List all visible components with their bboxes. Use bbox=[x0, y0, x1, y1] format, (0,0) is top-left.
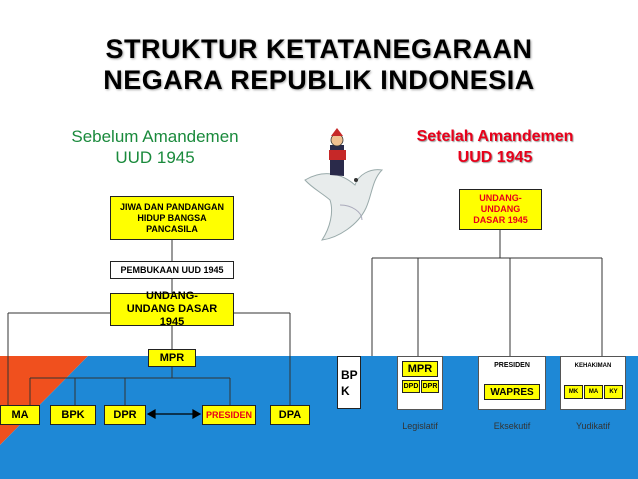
box-mpr-right: MPR DPD DPR bbox=[397, 356, 443, 410]
page-title-line2: NEGARA REPUBLIK INDONESIA bbox=[103, 65, 535, 95]
box-uud-left-label: UNDANG-UNDANG DASAR 1945 bbox=[126, 290, 218, 328]
box-dpr: DPR bbox=[104, 405, 146, 425]
left-connectors bbox=[7, 240, 291, 405]
kehakiman-ky-label: KY bbox=[609, 389, 618, 395]
wapres-box: WAPRES bbox=[484, 384, 540, 400]
page-title-line1: STRUKTUR KETATANEGARAAN bbox=[105, 34, 533, 64]
caption-yudikatif: Yudikatif bbox=[575, 421, 611, 431]
kehakiman-mk: MK bbox=[564, 385, 583, 399]
mpr-right-label: MPR bbox=[407, 362, 433, 375]
right-connectors bbox=[371, 230, 603, 356]
box-mpr-left-label: MPR bbox=[159, 351, 185, 364]
presiden-right-label: PRESIDEN bbox=[494, 362, 530, 369]
box-bpk: BPK bbox=[50, 405, 96, 425]
box-presiden-right: PRESIDEN WAPRES bbox=[478, 356, 546, 410]
mpr-dpd: DPD bbox=[402, 380, 420, 393]
box-bpk-right-label: BP K bbox=[341, 367, 358, 398]
right-heading-line2: UUD 1945 bbox=[457, 149, 533, 166]
mpr-dpd-label: DPD bbox=[403, 383, 419, 390]
caption-eksekutif: Eksekutif bbox=[493, 421, 531, 431]
mpr-dpr: DPR bbox=[421, 380, 439, 393]
box-mpr-left: MPR bbox=[148, 349, 196, 367]
mpr-right-title: MPR bbox=[402, 361, 438, 377]
box-pembukaan: PEMBUKAAN UUD 1945 bbox=[110, 261, 234, 279]
kehakiman-ma-label: MA bbox=[588, 389, 599, 395]
double-arrow-icon bbox=[146, 408, 202, 420]
box-ma: MA bbox=[0, 405, 40, 425]
kehakiman-label: KEHAKIMAN bbox=[574, 363, 612, 369]
box-uud-left: UNDANG-UNDANG DASAR 1945 bbox=[110, 290, 234, 328]
right-heading: Setelah Amandemen UUD 1945 bbox=[385, 126, 605, 168]
box-uud-right: UNDANG-UNDANG DASAR 1945 bbox=[459, 189, 542, 230]
box-presiden-left-label: PRESIDEN bbox=[205, 409, 252, 420]
box-dpa-label: DPA bbox=[278, 408, 302, 421]
box-jiwa-label: JIWA DAN PANDANGAN HIDUP BANGSA PANCASIL… bbox=[119, 201, 224, 234]
box-jiwa-pancasila: JIWA DAN PANDANGAN HIDUP BANGSA PANCASIL… bbox=[110, 196, 234, 240]
box-pembukaan-label: PEMBUKAAN UUD 1945 bbox=[120, 264, 224, 275]
mpr-dpr-label: DPR bbox=[422, 383, 438, 390]
left-heading-line1: Sebelum Amandemen bbox=[71, 127, 239, 146]
box-uud-right-label: UNDANG-UNDANG DASAR 1945 bbox=[473, 193, 528, 225]
kehakiman-ma: MA bbox=[584, 385, 603, 399]
left-heading-line2: UUD 1945 bbox=[115, 148, 195, 167]
box-dpr-label: DPR bbox=[113, 408, 137, 421]
garuda-emblem bbox=[304, 128, 384, 241]
box-kehakiman: KEHAKIMAN MK MA KY bbox=[560, 356, 626, 410]
wapres-label: WAPRES bbox=[490, 386, 534, 398]
box-ma-label: MA bbox=[11, 408, 29, 421]
box-presiden-left: PRESIDEN bbox=[202, 405, 256, 425]
left-heading: Sebelum Amandemen UUD 1945 bbox=[40, 126, 270, 168]
box-dpa: DPA bbox=[270, 405, 310, 425]
box-bpk-label: BPK bbox=[61, 408, 85, 421]
box-bpk-right: BP K bbox=[337, 356, 361, 409]
kehakiman-ky: KY bbox=[604, 385, 623, 399]
right-heading-line1: Setelah Amandemen bbox=[416, 128, 574, 145]
caption-legislatif: Legislatif bbox=[402, 421, 438, 431]
kehakiman-mk-label: MK bbox=[568, 389, 579, 395]
